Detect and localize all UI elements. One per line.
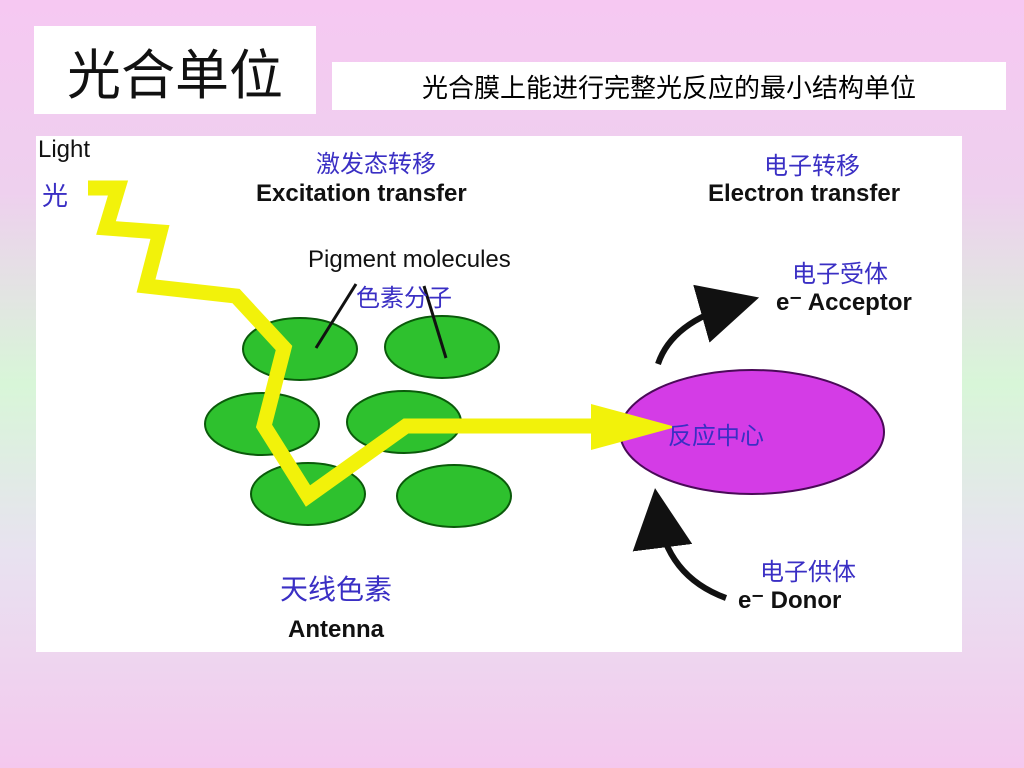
diagram-graphics xyxy=(88,180,885,601)
light-path-arrowhead xyxy=(591,404,676,450)
excitation-transfer-label-en: Excitation transfer xyxy=(256,180,467,207)
electron-transfer-label-en: Electron transfer xyxy=(708,180,901,207)
antenna-label-cn: 天线色素 xyxy=(280,573,393,606)
pigment-molecules-label-en: Pigment molecules xyxy=(308,246,511,273)
pigment-molecules-label-cn: 色素分子 xyxy=(356,284,452,312)
electron-acceptor-arrow xyxy=(655,284,760,366)
excitation-transfer-label-cn: 激发态转移 xyxy=(316,150,436,178)
pigment-pointer-line-1 xyxy=(314,283,358,349)
slide-title: 光合单位 xyxy=(34,26,316,114)
photosynthetic-unit-diagram: Light 光 激发态转移 Excitation transfer 电子转移 E… xyxy=(36,136,962,652)
slide-subtitle: 光合膜上能进行完整光反应的最小结构单位 xyxy=(332,62,1006,110)
electron-acceptor-label-cn: 电子受体 xyxy=(792,260,888,288)
reaction-center-label: 反应中心 xyxy=(668,422,764,450)
pigment-molecule-6 xyxy=(396,464,512,528)
light-excitation-path xyxy=(88,180,596,507)
antenna-label-en: Antenna xyxy=(288,616,384,643)
light-label-cn: 光 xyxy=(42,182,69,212)
electron-donor-arrow xyxy=(632,488,728,601)
electron-donor-label-en: e⁻ Donor xyxy=(738,587,842,614)
electron-transfer-label-cn: 电子转移 xyxy=(764,152,860,180)
pigment-pointer-line-2 xyxy=(422,285,448,359)
light-label-en: Light xyxy=(38,136,91,163)
electron-acceptor-label-en: e⁻ Acceptor xyxy=(776,289,912,316)
electron-donor-label-cn: 电子供体 xyxy=(760,558,856,586)
